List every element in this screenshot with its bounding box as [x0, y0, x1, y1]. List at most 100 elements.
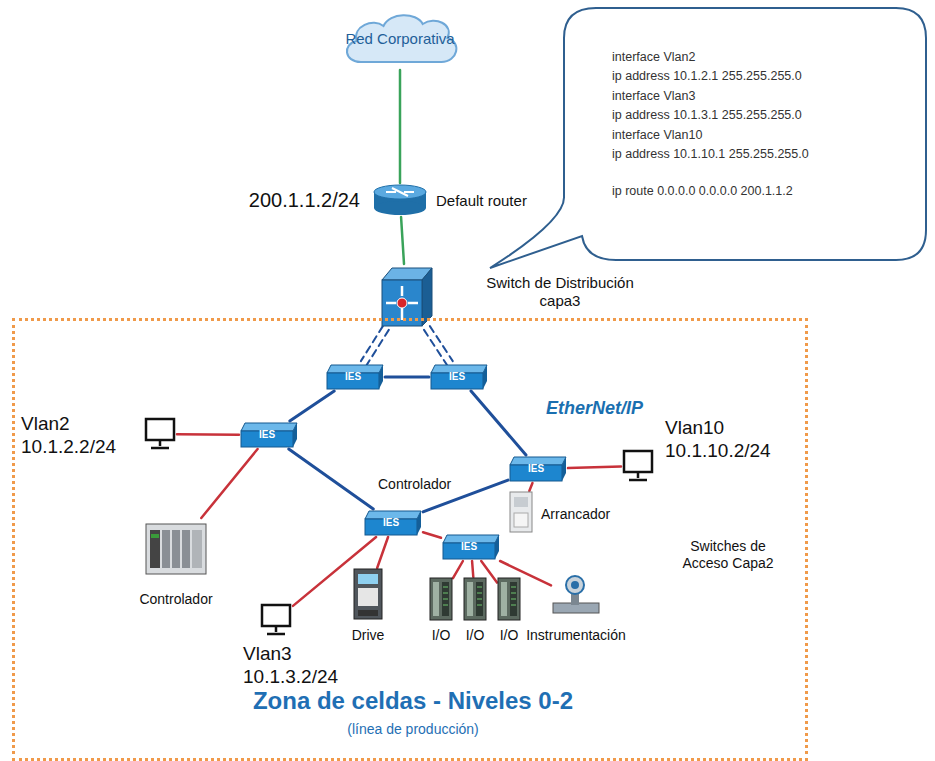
access-switch: IES [441, 533, 501, 561]
drive-icon [353, 568, 383, 620]
device-label: Switch de Distribución capa3 [480, 274, 640, 310]
device-label: Drive [328, 627, 408, 644]
drawing-part [624, 451, 652, 472]
access-switch: IES [508, 455, 568, 483]
drawing-part [151, 534, 159, 538]
drawing-part [397, 298, 407, 308]
link-line [289, 449, 374, 509]
drawing-part [386, 188, 414, 196]
config-line: ip address 10.1.3.1 255.255.255.0 [612, 106, 908, 125]
drawing-part [146, 524, 206, 574]
link-line [290, 391, 334, 421]
link-line [399, 70, 402, 183]
link-line [367, 330, 389, 365]
controller: Controlador [145, 518, 207, 580]
drawing-part [358, 610, 378, 616]
device-label: 200.1.1.2/24 [200, 188, 360, 212]
drawing-part [443, 587, 448, 605]
cloud: Red Corporativa [338, 8, 462, 70]
link-line [423, 532, 441, 538]
drawing-part [562, 457, 566, 481]
pc: Vlan10 10.1.10.2/24 [621, 449, 655, 483]
starter: Arrancador [509, 491, 533, 533]
link-line [377, 537, 388, 568]
io-module-icon [463, 577, 487, 621]
drawing-part [476, 582, 483, 616]
network-link [377, 537, 388, 568]
network-link [471, 391, 526, 455]
device-label: (línea de producción) [15, 721, 811, 738]
device-label: Default router [436, 192, 566, 210]
drawing-part [433, 582, 439, 616]
drawing-part [151, 440, 169, 448]
config-line: ip address 10.1.2.1 255.255.255.0 [612, 67, 908, 86]
io-module-icon [429, 577, 453, 621]
drawing-part [182, 530, 190, 568]
link-line [529, 483, 532, 491]
drawing-part [514, 513, 528, 527]
access-switch: IES [325, 363, 385, 391]
cell-zone: Zona de celdas - Niveles 0-2 (línea de pr… [12, 318, 808, 761]
drawing-part [490, 8, 926, 268]
router: 200.1.1.2/24Default router [372, 183, 428, 217]
protocol-label: EtherNet/IP [546, 398, 696, 420]
access-switch: IES [239, 421, 299, 449]
network-link [290, 391, 334, 421]
device-label: Vlan2 10.1.2.2/24 [21, 413, 133, 459]
starter-icon [509, 491, 533, 533]
node-text: IES [259, 429, 275, 441]
network-link [423, 532, 441, 538]
drawing-part [442, 582, 449, 616]
access-switch: IES [363, 509, 423, 537]
drawing-part [629, 472, 647, 480]
io-module: I/O [429, 577, 453, 621]
device-label: Vlan3 10.1.3.2/24 [243, 643, 355, 689]
config-line: ip address 10.1.10.1 255.255.255.0 [612, 145, 908, 164]
network-link [472, 561, 473, 577]
network-link [361, 326, 389, 365]
network-link [201, 449, 257, 518]
drawing-part [483, 365, 487, 389]
node-text: IES [461, 541, 477, 553]
pc-icon [259, 603, 293, 637]
drawing-part [354, 569, 382, 619]
drawing-part [477, 587, 482, 605]
pc: Vlan2 10.1.2.2/24 [143, 417, 177, 451]
config-callout: interface Vlan2ip address 10.1.2.1 255.2… [556, 6, 928, 262]
drawing-part [374, 201, 426, 215]
drawing-part [510, 492, 532, 532]
drawing-part [511, 587, 516, 605]
network-link [424, 326, 453, 365]
access-switch: IES [429, 363, 489, 391]
link-line [471, 391, 526, 455]
link-line [568, 467, 621, 469]
config-line: ip route 0.0.0.0 0.0.0.0 200.1.1.2 [612, 182, 908, 201]
network-link [401, 217, 404, 264]
drawing-part [379, 365, 383, 389]
drawing-part [262, 605, 290, 626]
callout-bubble [556, 6, 928, 262]
link-line [472, 561, 473, 577]
network-link [385, 377, 429, 378]
drawing-part [172, 530, 180, 568]
link-line [401, 217, 404, 264]
drawing-part [358, 574, 378, 584]
node-text: IES [528, 463, 544, 475]
drawing-part [495, 535, 499, 559]
network-link [568, 467, 621, 469]
pc: Vlan3 10.1.3.2/24 [259, 603, 293, 637]
node-text: IES [383, 517, 399, 529]
device-label: Zona de celdas - Niveles 0-2 [15, 687, 811, 716]
link-line [430, 326, 453, 361]
controller-icon [145, 518, 207, 580]
network-link [177, 434, 239, 436]
drive: Drive [353, 568, 383, 620]
drawing-part [162, 530, 170, 568]
network-link [289, 449, 374, 509]
drawing-part [430, 578, 452, 620]
link-line [453, 561, 463, 578]
network-link [529, 483, 532, 491]
instrument: Instrumentación [551, 575, 601, 620]
drawing-part [467, 582, 473, 616]
